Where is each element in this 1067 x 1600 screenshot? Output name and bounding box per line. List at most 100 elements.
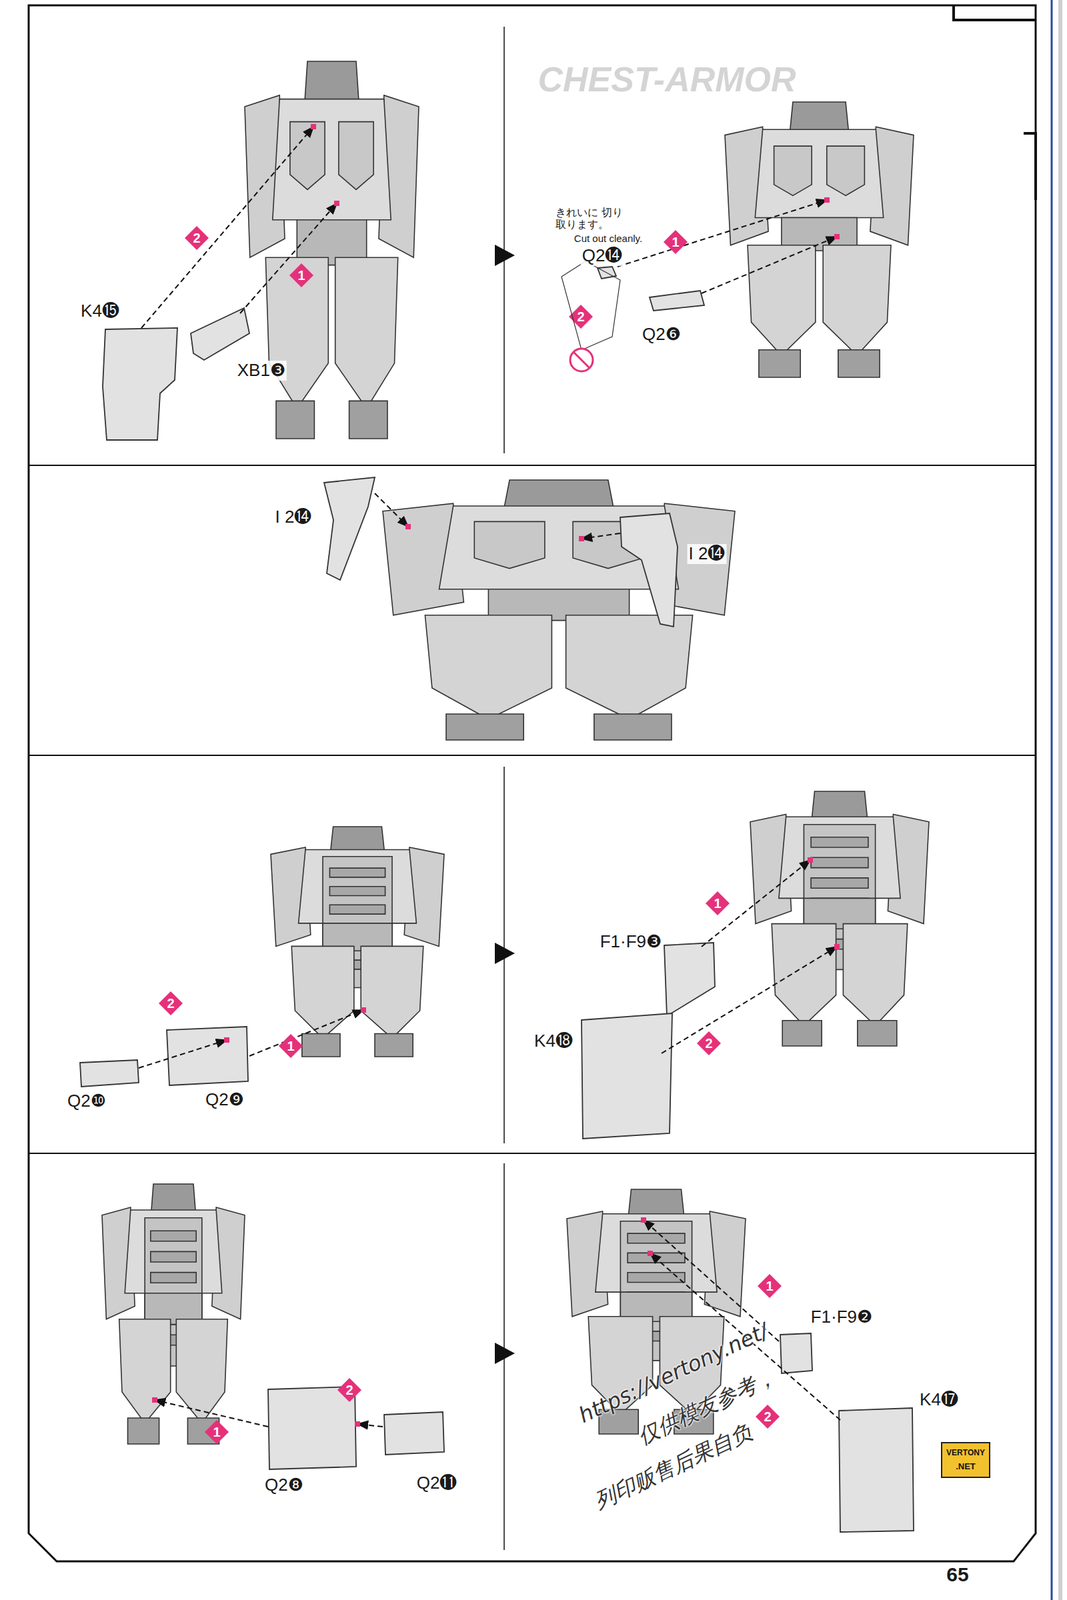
assembly-arrow [138, 1040, 227, 1069]
callout-number: 1 [286, 1038, 295, 1055]
frame-border [28, 5, 1036, 1562]
assembly-arrow [374, 493, 409, 527]
chest-plate [290, 122, 325, 191]
callout-number: 2 [192, 230, 201, 247]
chest-armor [272, 99, 391, 221]
callout-diamond [755, 1405, 780, 1430]
armor-part [102, 328, 178, 441]
assembly-arrow [617, 200, 827, 267]
assembly-arrow [240, 203, 337, 314]
armor-part [384, 1412, 445, 1456]
assembly-arrow [661, 946, 837, 1054]
assembly-arrow [701, 236, 837, 294]
part-name: I 2⓮ [274, 507, 314, 528]
callout-diamond [204, 1420, 229, 1445]
backpack-groove [627, 1273, 685, 1284]
frame-corner [953, 5, 1036, 201]
skirt-armor [176, 1319, 228, 1424]
mech-figure [270, 826, 445, 1057]
callout-number: 1 [713, 896, 721, 912]
page-frame [28, 0, 1061, 1600]
part-name: K4⓱ [918, 1390, 960, 1411]
peg-mark [834, 234, 840, 240]
peg-mark [360, 1007, 367, 1013]
note: きれいに 切り取ります。 [555, 206, 629, 232]
callout-diamond [696, 1031, 721, 1056]
note-bracket [561, 261, 621, 351]
armor-frame [166, 1026, 249, 1086]
skirt-armor [566, 615, 693, 720]
chest-plate [774, 146, 813, 196]
skirt-armor [119, 1319, 171, 1424]
part-name: I 2⓮ [687, 544, 727, 565]
peg-mark [640, 1217, 647, 1224]
leg [594, 714, 672, 741]
peg-mark [152, 1397, 158, 1404]
armor-part [190, 308, 250, 361]
panel-divider [28, 1153, 1036, 1155]
note: Cut out cleanly. [574, 232, 643, 245]
skirt-armor [291, 946, 355, 1039]
chest-plate [474, 521, 545, 569]
assembly-arrow [357, 1424, 383, 1428]
chest-armor [754, 129, 883, 218]
part-name: K4⓯ [79, 301, 121, 322]
callout-diamond [757, 1274, 782, 1299]
part-name: K4⓲ [532, 1031, 575, 1052]
leg [374, 1034, 413, 1058]
peg-mark [807, 857, 813, 863]
callout-diamond [289, 263, 314, 288]
assembly-arrow [154, 1400, 269, 1428]
logo-text: .NET [955, 1462, 976, 1473]
part-name: Q2⓮ [580, 246, 625, 267]
part-name: XB1❸ [236, 360, 287, 381]
callout-diamond [158, 991, 183, 1016]
armor-part [838, 1408, 914, 1533]
callout-diamond [184, 226, 209, 251]
peg-mark [578, 536, 585, 542]
callout-diamond [278, 1034, 303, 1059]
backpack-groove [329, 886, 385, 897]
callout-number: 2 [345, 1383, 353, 1399]
mech-figure [244, 61, 419, 439]
callout-number: 1 [297, 268, 305, 284]
callout-diamond [337, 1378, 362, 1403]
callout-number: 2 [763, 1409, 771, 1426]
armor-part [581, 1013, 673, 1140]
armor-part [780, 1333, 813, 1374]
armor-part [324, 477, 375, 581]
part-name: F1·F9❷ [809, 1307, 875, 1328]
callout-number: 2 [704, 1036, 713, 1052]
leg [276, 400, 315, 439]
assembly-arrow [701, 860, 811, 947]
leg [349, 400, 388, 439]
armor-frame [268, 1387, 357, 1470]
part-name: Q2❿ [66, 1091, 108, 1112]
logo-text: VERTONY [946, 1449, 985, 1459]
mech-figure [724, 102, 914, 378]
callout-diamond [663, 230, 688, 255]
skirt-armor [335, 257, 399, 409]
panel-divider [28, 464, 1036, 467]
no-cut-symbol [573, 352, 590, 369]
binding-line [1050, 0, 1053, 1600]
chest-plate [338, 122, 374, 191]
callout-number: 2 [576, 309, 585, 325]
part-name: F1·F9❸ [598, 932, 664, 953]
part-name: Q2❽ [263, 1475, 305, 1496]
peg-mark [224, 1037, 230, 1043]
panel-divider [503, 26, 505, 454]
skirt-armor [360, 946, 424, 1039]
part-name: Q2❾ [204, 1090, 246, 1111]
backpack-groove [810, 878, 869, 889]
mech-figure [750, 791, 929, 1047]
skirt-armor [822, 245, 891, 356]
logo-badge [941, 1443, 990, 1478]
skirt-armor [265, 257, 329, 409]
panel-divider [28, 754, 1036, 757]
callout-number: 1 [212, 1425, 221, 1441]
armor-part [664, 942, 715, 1017]
skirt-armor [771, 924, 836, 1027]
leg [758, 350, 801, 378]
